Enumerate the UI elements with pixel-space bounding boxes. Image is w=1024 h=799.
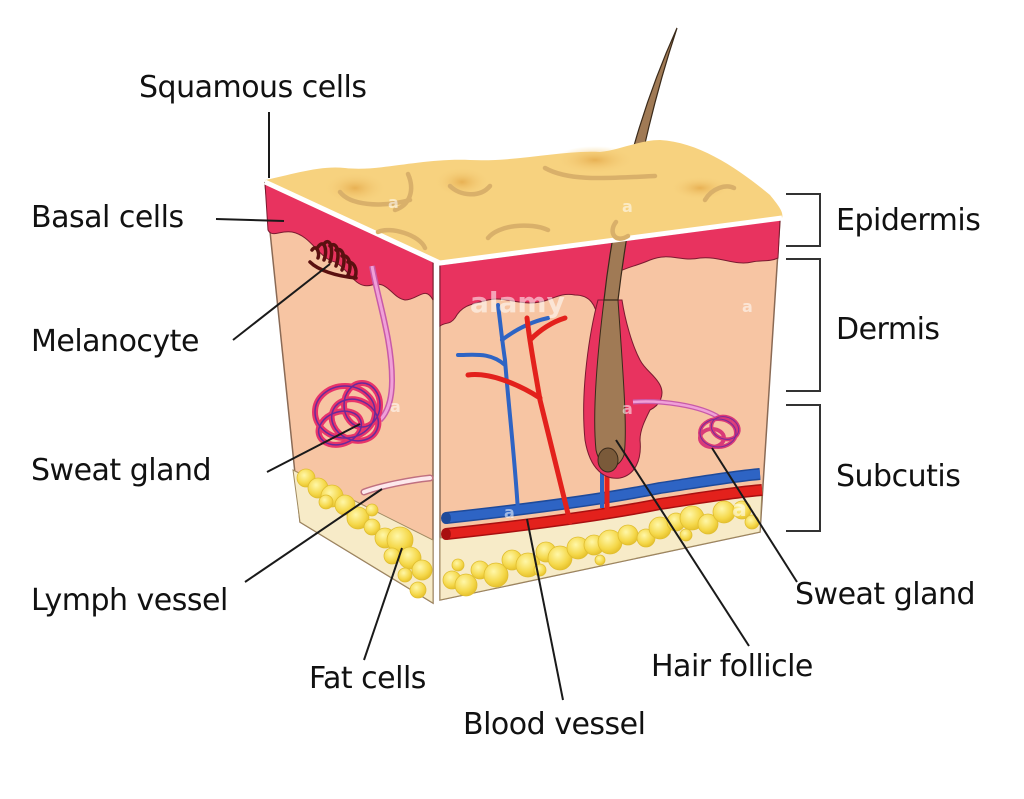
- leader-melanocyte: [232, 263, 331, 341]
- hair-bulb: [597, 447, 619, 473]
- bracket-subcutis: [786, 404, 821, 532]
- melanocyte-cell: [308, 240, 358, 280]
- leader-fat: [363, 547, 403, 661]
- left-sweat-coil: [312, 380, 383, 448]
- leader-lines: [215, 112, 798, 701]
- leader-blood: [526, 518, 564, 701]
- label-melanocyte: Melanocyte: [31, 324, 199, 359]
- watermark-mark: a: [388, 193, 399, 212]
- watermark-mark: a: [622, 399, 633, 418]
- leader-basal: [215, 218, 285, 222]
- label-blood-vessel: Blood vessel: [463, 707, 646, 742]
- left-epidermis: [264, 182, 434, 301]
- front-fat-cells: [442, 500, 760, 597]
- label-dermis: Dermis: [836, 312, 940, 347]
- label-squamous-cells: Squamous cells: [139, 70, 367, 105]
- label-lymph-vessel: Lymph vessel: [31, 583, 228, 618]
- artery-branches: [465, 315, 610, 525]
- label-subcutis: Subcutis: [836, 459, 961, 494]
- leader-sweat-left: [266, 423, 361, 473]
- label-sweat-gland-right: Sweat gland: [795, 577, 976, 612]
- right-sweat-coil: [698, 414, 741, 449]
- bracket-epidermis: [786, 193, 821, 247]
- squamous-cell-curls: [337, 165, 737, 251]
- label-basal-cells: Basal cells: [31, 200, 184, 235]
- front-face: [439, 27, 781, 601]
- left-fat-cells: [296, 468, 433, 599]
- watermarks: alamy a a a a a a a: [388, 193, 753, 522]
- label-fat-cells: Fat cells: [309, 661, 426, 696]
- watermark-mark: a: [732, 497, 747, 522]
- label-hair-follicle: Hair follicle: [651, 649, 813, 684]
- vein-branches: [456, 303, 550, 514]
- watermark-mark: a: [742, 297, 753, 316]
- bracket-dermis: [786, 258, 821, 392]
- leader-hair: [615, 439, 750, 647]
- layer-brackets: [786, 193, 821, 532]
- watermark-mark: a: [622, 197, 633, 216]
- watermark-mark: a: [390, 397, 401, 416]
- watermark-brand: alamy: [470, 286, 565, 319]
- label-epidermis: Epidermis: [836, 203, 981, 238]
- leader-sweat-right: [711, 447, 798, 583]
- watermark-mark: a: [504, 503, 515, 522]
- leader-lymph: [244, 488, 383, 583]
- top-surface: [263, 140, 783, 602]
- label-sweat-gland-left: Sweat gland: [31, 453, 212, 488]
- left-face: [264, 181, 434, 605]
